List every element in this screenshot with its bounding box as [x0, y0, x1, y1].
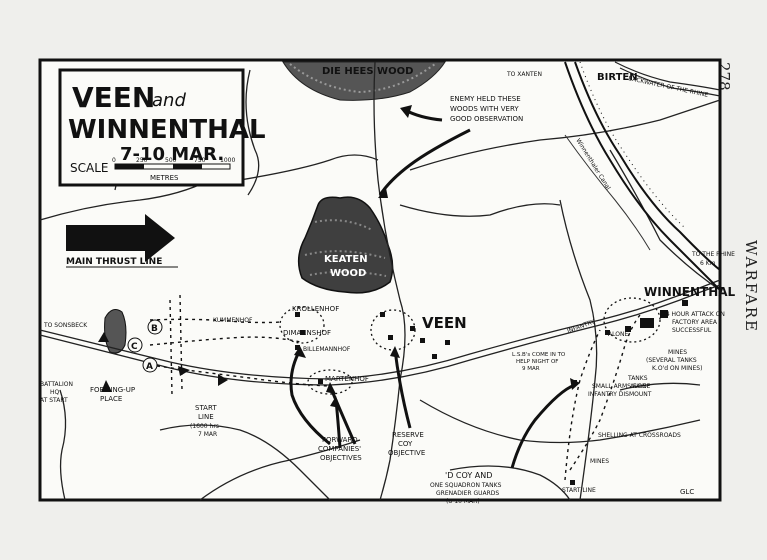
lsb-note: L.S.B's COME IN TO HELP NIGHT OF 9 MAR	[512, 352, 566, 372]
company-b: B	[151, 324, 158, 334]
company-c: C	[131, 342, 138, 352]
svg-text:L.S.B's COME IN TO: L.S.B's COME IN TO	[512, 352, 566, 358]
svg-text:FORWARD: FORWARD	[322, 436, 358, 444]
keaten-label-2: WOOD	[330, 268, 366, 279]
title-and: and	[152, 90, 186, 111]
svg-text:PLACE: PLACE	[100, 395, 122, 403]
mines-low-note: MINES	[590, 458, 609, 465]
alone-label: ALONE	[608, 331, 628, 338]
veen-label: VEEN	[422, 314, 467, 332]
svg-text:INFANTRY DISMOUNT: INFANTRY DISMOUNT	[588, 391, 652, 398]
forming-up-note: FORMING-UP PLACE	[90, 386, 135, 403]
start-line-note: START LINE (1600 hrs 7 MAR	[190, 404, 219, 438]
svg-text:RESERVE: RESERVE	[392, 431, 424, 439]
company-marker-a	[142, 357, 158, 373]
billemannhof-label: BILLEMANNHOF	[303, 346, 351, 353]
railway	[564, 61, 721, 291]
svg-text:OBJECTIVES: OBJECTIVES	[320, 454, 362, 462]
krollenhof-label: KROLLENHOF	[292, 305, 339, 313]
scale-unit: METRES	[150, 174, 179, 182]
svg-text:'D COY AND: 'D COY AND	[445, 471, 492, 480]
tanks-alone-note: TANKS ALONE	[627, 375, 650, 390]
title-line2: WINNENTHAL	[68, 115, 266, 145]
scale-tick-1000: 1000	[220, 157, 235, 164]
keaten-wood	[297, 196, 394, 294]
dimannshof-label: DIMANNSHOF	[283, 329, 331, 337]
svg-text:START: START	[195, 404, 217, 412]
company-marker-b	[147, 319, 163, 335]
svg-text:ALONE: ALONE	[630, 383, 650, 390]
birten-label: BIRTEN	[597, 72, 638, 83]
roads	[39, 61, 721, 501]
kummenhof-label: KUMMENHOF	[213, 317, 253, 324]
svg-text:AT START: AT START	[40, 397, 68, 404]
main-thrust-arrow	[66, 214, 175, 262]
svg-text:24 HOUR ATTACK ON: 24 HOUR ATTACK ON	[662, 311, 725, 318]
company-marker-c	[127, 337, 143, 353]
svg-text:WOODS WITH VERY: WOODS WITH VERY	[450, 105, 519, 113]
svg-text:ENEMY HELD THESE: ENEMY HELD THESE	[450, 95, 521, 103]
svg-text:OBJECTIVE: OBJECTIVE	[388, 449, 425, 457]
svg-text:(1600 hrs: (1600 hrs	[190, 423, 219, 430]
scale-tick-0: 0	[112, 157, 116, 164]
svg-text:FACTORY AREA: FACTORY AREA	[672, 319, 718, 326]
company-a: A	[146, 362, 153, 372]
svg-text:COY: COY	[398, 440, 413, 448]
svg-text:LINE: LINE	[198, 413, 214, 421]
d-coy-note: 'D COY AND ONE SQUADRON TANKS GRENADIER …	[430, 471, 502, 505]
svg-text:TANKS: TANKS	[627, 375, 648, 382]
svg-text:HELP NIGHT OF: HELP NIGHT OF	[516, 359, 558, 365]
factory-attack-note: 24 HOUR ATTACK ON FACTORY AREA SUCCESSFU…	[662, 311, 725, 334]
enemy-held-note: ENEMY HELD THESE WOODS WITH VERY GOOD OB…	[450, 95, 523, 123]
buildings	[295, 300, 688, 485]
svg-text:HQ: HQ	[50, 389, 60, 396]
reserve-coy-note: RESERVE COY OBJECTIVE	[388, 431, 425, 457]
svg-text:K.O'd ON MINES): K.O'd ON MINES)	[652, 365, 702, 372]
scale-tick-750: 750	[194, 157, 206, 164]
shelling-note: SHELLING AT CROSSROADS	[598, 432, 681, 439]
title-dates: 7-10 MAR.	[120, 144, 224, 165]
keaten-label-1: KEATEN	[324, 254, 368, 265]
svg-text:FORMING-UP: FORMING-UP	[90, 386, 135, 394]
scale-tick-250: 250	[136, 157, 148, 164]
to-sonsbeck-label: TO SONSBECK	[43, 322, 88, 329]
svg-text:(SEVERAL TANKS: (SEVERAL TANKS	[646, 357, 697, 364]
svg-text:GRENADIER GUARDS: GRENADIER GUARDS	[436, 490, 499, 497]
objective-rings	[279, 297, 661, 395]
svg-text:MINES: MINES	[668, 349, 687, 356]
mines-tanks-note: MINES (SEVERAL TANKS K.O'd ON MINES)	[646, 349, 702, 372]
svg-text:SMALL ARMS FIRE-: SMALL ARMS FIRE-	[592, 383, 648, 390]
winnenthal-label: WINNENTHAL	[644, 285, 736, 299]
forward-companies-note: FORWARD COMPANIES' OBJECTIVES	[318, 436, 362, 462]
to-rhine-label-2: 6 Km	[700, 260, 716, 267]
svg-text:9 MAR: 9 MAR	[522, 366, 540, 372]
svg-text:BATTALION: BATTALION	[40, 381, 73, 388]
svg-text:ONE SQUADRON TANKS: ONE SQUADRON TANKS	[430, 482, 502, 489]
die-hees-wood-label: DIE HEES WOOD	[322, 66, 413, 77]
svg-text:SUCCESSFUL: SUCCESSFUL	[672, 327, 712, 334]
forming-up-wood	[104, 309, 127, 354]
main-thrust-label: MAIN THRUST LINE	[66, 257, 162, 267]
svg-text:COMPANIES': COMPANIES'	[318, 445, 361, 453]
scale-tick-500: 500	[165, 157, 177, 164]
signature: GLC	[680, 488, 694, 496]
to-xanten-label: TO XANTEN	[506, 71, 542, 78]
battalion-hq-note: BATTALION HQ AT START	[40, 381, 73, 404]
svg-text:7 MAR: 7 MAR	[198, 431, 217, 438]
martenhof-label: MARTENHOF	[325, 375, 369, 383]
small-arms-note: SMALL ARMS FIRE- INFANTRY DISMOUNT	[588, 383, 652, 398]
svg-text:GOOD OBSERVATION: GOOD OBSERVATION	[450, 115, 523, 123]
die-hees-wood	[282, 61, 446, 101]
start-line-right-note: START LINE	[562, 487, 596, 494]
title-line1: VEEN	[72, 81, 155, 114]
to-rhine-label-1: TO THE RHINE	[691, 251, 735, 258]
scale-label: SCALE	[70, 161, 108, 175]
svg-text:(8-10 MAR): (8-10 MAR)	[446, 498, 480, 505]
